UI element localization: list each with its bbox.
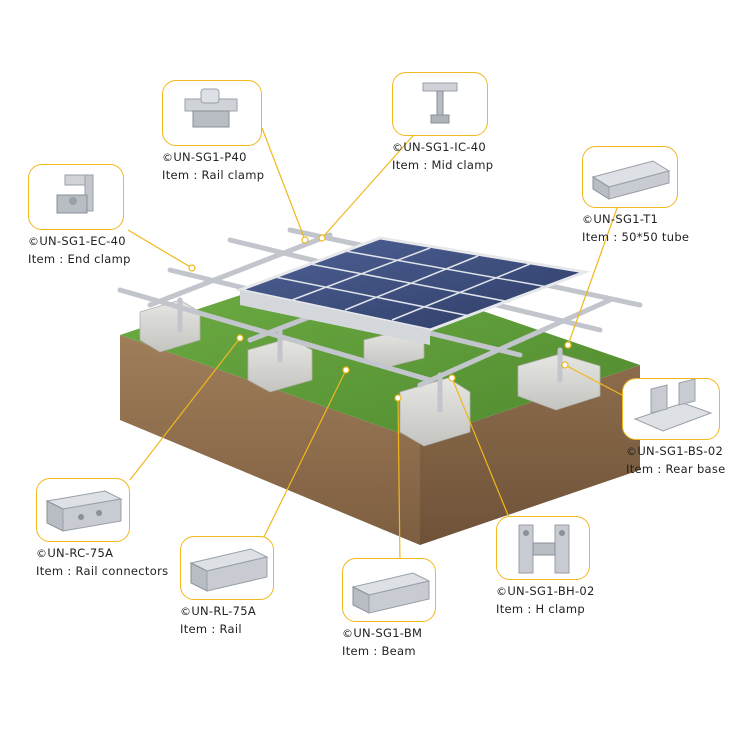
beam-profile-icon — [351, 572, 431, 614]
end-clamp-thumbnail — [28, 164, 124, 230]
rail-item: Item : Rail — [180, 622, 242, 636]
rear-base-item: Item : Rear base — [626, 462, 726, 476]
mid-clamp-thumbnail — [392, 72, 488, 136]
tube-item: Item : 50*50 tube — [582, 230, 690, 244]
h-clamp-code: ©UN-SG1-BH-02 — [496, 584, 595, 598]
h-clamp-thumbnail — [496, 516, 590, 580]
square-tube-icon — [591, 160, 671, 200]
beam-item: Item : Beam — [342, 644, 416, 658]
leader-lines — [127, 127, 623, 566]
rear-base-code: ©UN-SG1-BS-02 — [626, 444, 724, 458]
h-clamp-item: Item : H clamp — [496, 602, 585, 616]
beam-code: ©UN-SG1-BM — [342, 626, 423, 640]
mid-clamp-code: ©UN-SG1-IC-40 — [392, 140, 486, 154]
mid-clamp-icon — [422, 82, 458, 124]
beam-thumbnail — [342, 558, 436, 622]
rail-clamp-code: ©UN-SG1-P40 — [162, 150, 247, 164]
rail-clamp-item: Item : Rail clamp — [162, 168, 265, 182]
rail-connectors-item: Item : Rail connectors — [36, 564, 169, 578]
rear-base-icon — [633, 379, 713, 432]
end-clamp-item: Item : End clamp — [28, 252, 131, 266]
rail-connector-icon — [45, 490, 123, 532]
rail-connectors-code: ©UN-RC-75A — [36, 546, 114, 560]
tube-thumbnail — [582, 146, 678, 208]
rail-clamp-icon — [184, 88, 238, 128]
soil-block — [120, 335, 640, 545]
tube-code: ©UN-SG1-T1 — [582, 212, 659, 226]
rail-clamp-thumbnail — [162, 80, 262, 146]
mid-clamp-item: Item : Mid clamp — [392, 158, 494, 172]
end-clamp-icon — [56, 174, 94, 214]
leader-endpoints — [188, 234, 572, 402]
rail-thumbnail — [180, 536, 274, 600]
h-clamp-icon — [518, 524, 570, 574]
end-clamp-code: ©UN-SG1-EC-40 — [28, 234, 126, 248]
rear-base-thumbnail — [622, 378, 720, 440]
solar-panel-array — [234, 236, 591, 345]
rail-profile-icon — [189, 548, 269, 592]
rail-code: ©UN-RL-75A — [180, 604, 257, 618]
rail-connectors-thumbnail — [36, 478, 130, 542]
